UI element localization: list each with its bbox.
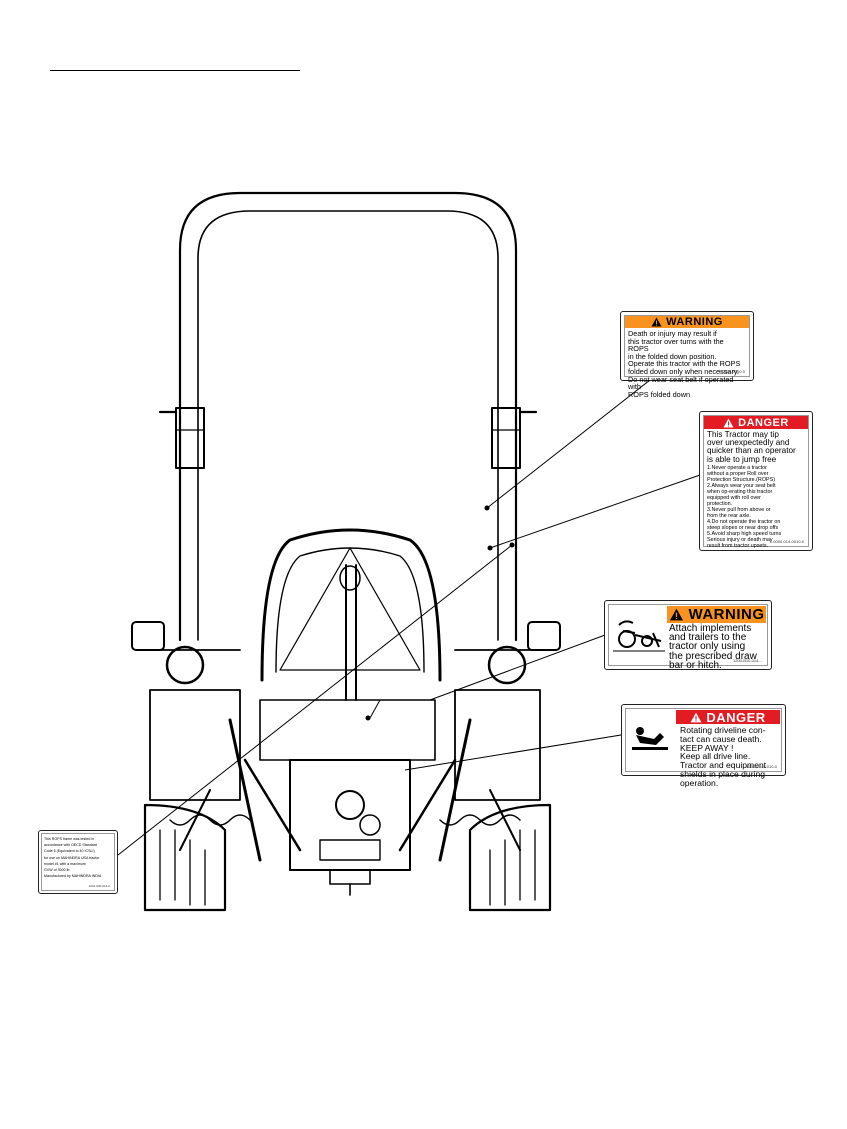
decal-code: 1-0004-0000-0 [718, 369, 745, 374]
rops-folded-warning-decal: WARNING Death or injury may result if th… [620, 311, 754, 398]
right-tire [468, 803, 552, 912]
decal-code: 1200-0141-010-0 [746, 764, 777, 769]
leader-implements [429, 634, 606, 701]
decal-header: DANGER [706, 709, 766, 725]
rops-frame [178, 191, 518, 642]
header-rule [50, 70, 300, 71]
decal-header: WARNING [688, 606, 765, 623]
leader-driveline [404, 734, 622, 771]
decal-text: This ROPS frame was tested in accordance… [44, 837, 102, 879]
hitch-pictogram-icon [613, 620, 665, 652]
driveline-danger-decal: DANGER Rotating driveline con- tact can … [621, 704, 786, 787]
left-tire [143, 803, 227, 912]
leader-rops-cert [117, 544, 513, 856]
leader-tip-danger [489, 474, 701, 549]
warning-triangle-icon [651, 317, 662, 327]
decal-text: Attach implements and trailers to the tr… [669, 623, 757, 671]
entanglement-pictogram-icon [632, 727, 668, 750]
left-fender [149, 689, 241, 801]
right-fender [454, 689, 541, 801]
tip-over-danger-decal: DANGER This Tractor may tip over unexpec… [699, 411, 813, 551]
decal-code: 1-0000-014-0010-0 [769, 539, 804, 544]
decal-text: Rotating driveline con- tact can cause d… [680, 725, 767, 788]
decal-code: 1200-B10-014-... [732, 658, 763, 663]
decal-text: Death or injury may result if this tract… [628, 329, 741, 399]
leader-rops-warning [486, 379, 651, 509]
seat [260, 528, 442, 682]
decal-code: 1001-000-014-0 [88, 884, 110, 888]
rops-certification-decal: This ROPS frame was tested in accordance… [38, 830, 118, 894]
warning-triangle-icon [669, 608, 683, 621]
warning-triangle-icon [723, 418, 734, 427]
implements-warning-decal: WARNING Attach implements and trailers t… [604, 600, 772, 670]
decal-list: 1.Never operate a tractor without a prop… [707, 464, 782, 549]
warning-triangle-icon [690, 712, 702, 722]
decal-intro: This Tractor may tip over unexpectedly a… [707, 430, 796, 464]
decal-header: WARNING [666, 316, 723, 328]
decal-header: DANGER [738, 416, 789, 429]
